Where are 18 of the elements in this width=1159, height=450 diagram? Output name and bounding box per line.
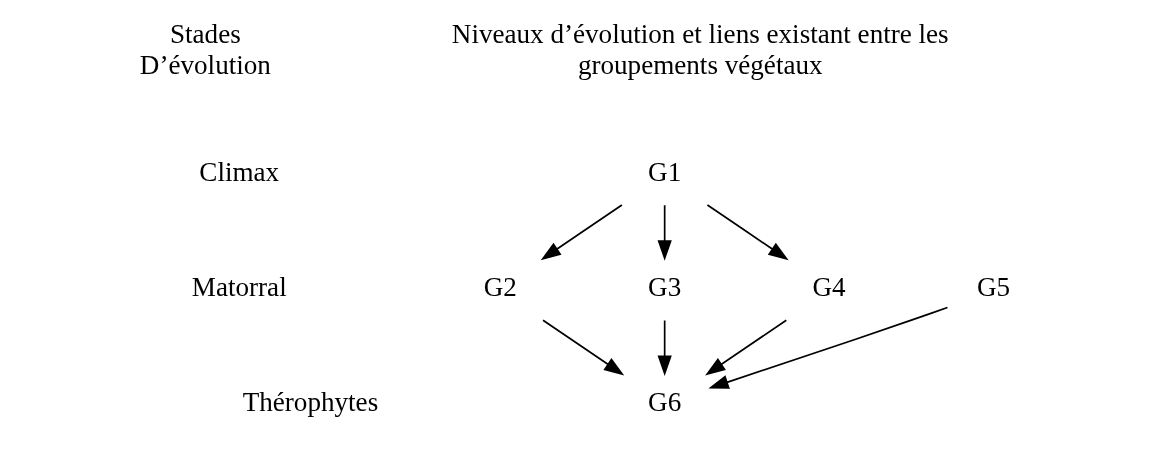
arrow xyxy=(657,319,672,376)
node-text: G6 xyxy=(648,387,682,418)
node-text: G1 xyxy=(648,156,682,187)
node-text: G5 xyxy=(976,271,1011,302)
arrow xyxy=(708,306,949,389)
arrow xyxy=(540,204,623,261)
label: Stades D’évolution xyxy=(139,19,271,80)
arrow xyxy=(657,204,672,261)
label: Thérophytes xyxy=(242,387,379,418)
arrow xyxy=(705,319,788,376)
label: Climax xyxy=(199,156,280,187)
node-text: G2 xyxy=(483,271,517,302)
label: Matorral xyxy=(191,271,287,302)
node-text: G4 xyxy=(812,271,846,302)
label: Niveaux d’évolution et liens existant entre les groupements végétaux xyxy=(451,19,949,80)
arrow xyxy=(706,204,789,261)
arrow xyxy=(542,319,625,376)
node-text: G3 xyxy=(648,271,682,302)
